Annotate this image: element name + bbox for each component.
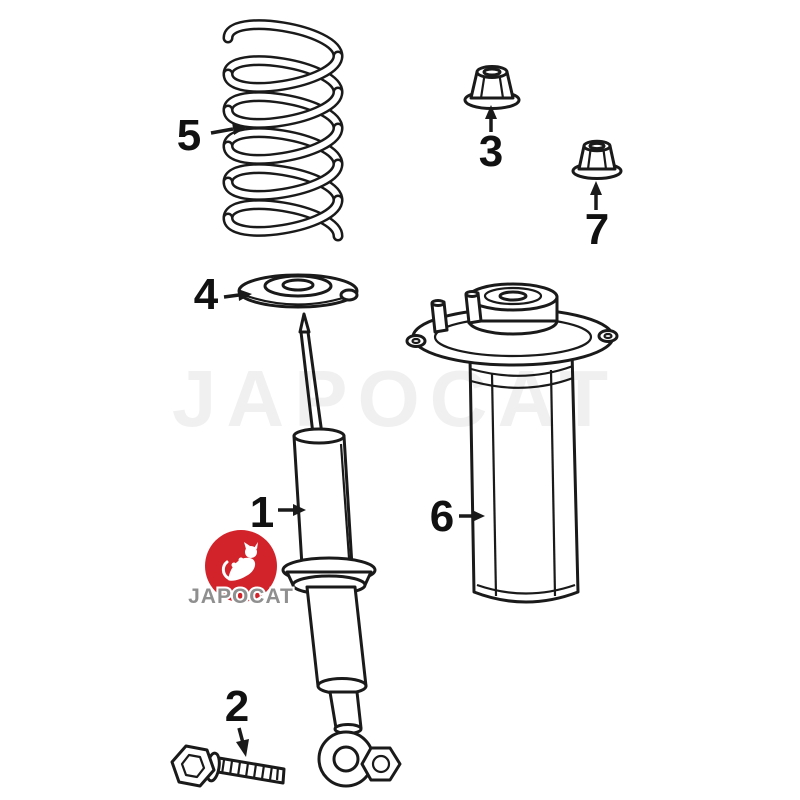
part-1-arrowhead: [293, 504, 306, 516]
spring-seat-drawing: [237, 273, 359, 309]
logo-wordmark: JAPOCAT: [188, 585, 294, 608]
part-6-arrowhead: [472, 510, 485, 522]
part-3-label: 3: [479, 127, 503, 176]
part-2-arrowhead: [236, 739, 249, 757]
part-3-arrowhead: [485, 105, 497, 119]
flange-nut-7-drawing: [571, 139, 623, 180]
bolt-drawing: [170, 744, 286, 788]
watermark-text: JAPOCAT: [172, 354, 618, 443]
strut-mount-drawing: [405, 282, 619, 604]
part-4-label: 4: [194, 270, 219, 319]
coil-spring-drawing: [222, 19, 344, 242]
flange-nut-3-drawing: [463, 65, 521, 110]
part-7-arrowhead: [590, 181, 602, 195]
part-2-arrow: [237, 727, 245, 744]
cat-icon: [221, 542, 258, 581]
part-5-arrowhead: [232, 122, 247, 135]
eye-nut-drawing: [360, 746, 402, 782]
part-1-label: 1: [250, 488, 274, 537]
part-5-label: 5: [177, 111, 201, 160]
part-7-label: 7: [585, 205, 609, 254]
part-2-label: 2: [225, 682, 249, 731]
part-5-arrow: [210, 127, 234, 135]
part-6-label: 6: [430, 492, 454, 541]
japocat-logo: JAPOCAT: [186, 530, 295, 610]
shock-absorber-drawing: [281, 312, 402, 788]
part-4-arrow: [223, 293, 240, 299]
callouts: 5 4 1 6 3 7 2: [177, 105, 609, 757]
part-4-arrowhead: [238, 289, 252, 301]
